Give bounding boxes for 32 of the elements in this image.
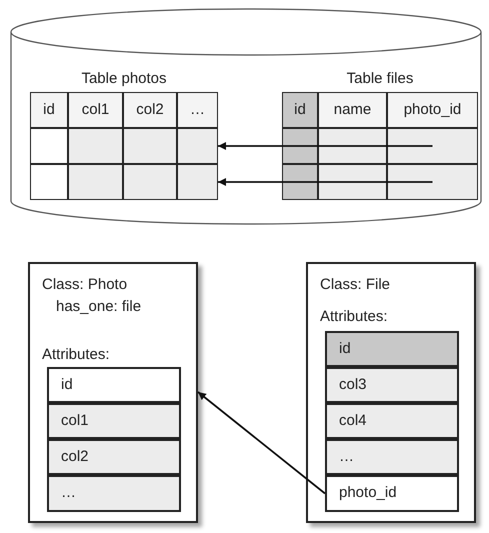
attribute-row: …	[325, 439, 459, 475]
table-row	[30, 128, 218, 164]
section-heading: Attributes:	[320, 307, 388, 327]
table-row	[30, 164, 218, 200]
table-cell	[387, 164, 478, 200]
section-heading: Attributes:	[42, 345, 110, 365]
association-text: has_one: file	[56, 297, 142, 317]
attribute-row: col4	[325, 403, 459, 439]
attribute-row: col2	[47, 439, 181, 475]
column-header: id	[30, 92, 68, 128]
column-header: col1	[68, 92, 123, 128]
column-header: photo_id	[387, 92, 478, 128]
arrow	[218, 178, 432, 186]
column-header: name	[318, 92, 387, 128]
attribute-row: id	[325, 331, 459, 367]
attribute-row: photo_id	[325, 475, 459, 512]
class-name: Class: Photo	[42, 275, 128, 295]
column-header: col2	[123, 92, 177, 128]
table-title: Table files	[346, 69, 414, 89]
class-box	[28, 262, 198, 523]
arrow	[218, 142, 432, 150]
arrow	[197, 391, 326, 494]
attribute-row: col1	[47, 403, 181, 439]
class-name: Class: File	[320, 275, 390, 295]
column-header: id	[282, 92, 318, 128]
attribute-row: …	[47, 475, 181, 512]
column-header: …	[177, 92, 218, 128]
class-box	[306, 262, 476, 523]
attribute-row: id	[47, 367, 181, 403]
table-title: Table photos	[80, 69, 168, 89]
table-cell	[387, 128, 478, 164]
attribute-row: col3	[325, 367, 459, 403]
